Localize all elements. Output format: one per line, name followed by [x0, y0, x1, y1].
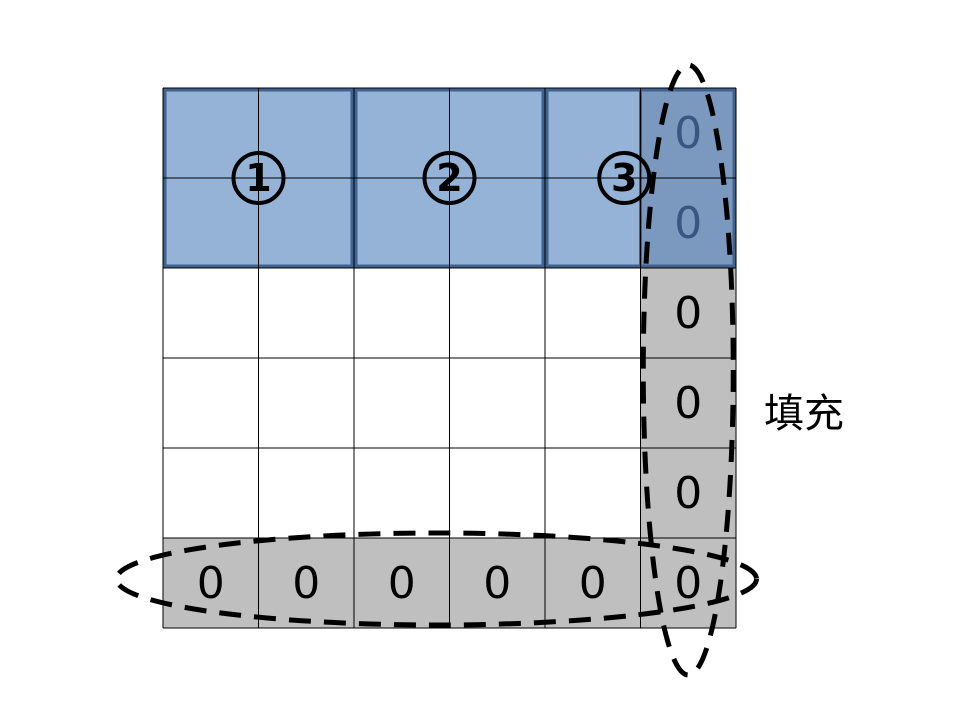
- window-number-circle: [422, 151, 477, 205]
- window-number: 1: [245, 156, 271, 200]
- padding-zero: 0: [674, 198, 702, 249]
- padding-zero: 0: [674, 558, 702, 609]
- cell-values: 0 0 0 0 0 0 0 0 0 0 0 1 2 3: [197, 108, 703, 609]
- padding-zero: 0: [483, 558, 511, 609]
- padding-highlights: [114, 62, 759, 678]
- window-number: 2: [436, 156, 462, 200]
- padding-zero: 0: [197, 558, 225, 609]
- padding-cell: [640, 448, 736, 538]
- padding-cell: [640, 358, 736, 448]
- horizontal-padding-ellipse: [114, 530, 759, 628]
- grid-lines: [162, 87, 737, 629]
- padding-zero: 0: [674, 108, 702, 159]
- window-number: 3: [611, 156, 637, 200]
- padding-cell: [258, 538, 354, 628]
- grid-cells: [163, 268, 736, 628]
- padding-zero: 0: [674, 468, 702, 519]
- padding-zero: 0: [388, 558, 416, 609]
- padding-cell: [545, 538, 641, 628]
- padding-cell: [449, 538, 545, 628]
- padding-cell: [163, 538, 259, 628]
- window-number-circle: [597, 151, 652, 205]
- padding-zero: 0: [579, 558, 607, 609]
- padding-zero: 0: [674, 378, 702, 429]
- padding-cell: [640, 268, 736, 358]
- padding-zero: 0: [292, 558, 320, 609]
- window-number-circle: [231, 151, 286, 205]
- padding-cell: [354, 538, 450, 628]
- padding-label: 填充: [764, 391, 844, 437]
- padding-zero: 0: [674, 288, 702, 339]
- vertical-padding-ellipse: [640, 62, 736, 678]
